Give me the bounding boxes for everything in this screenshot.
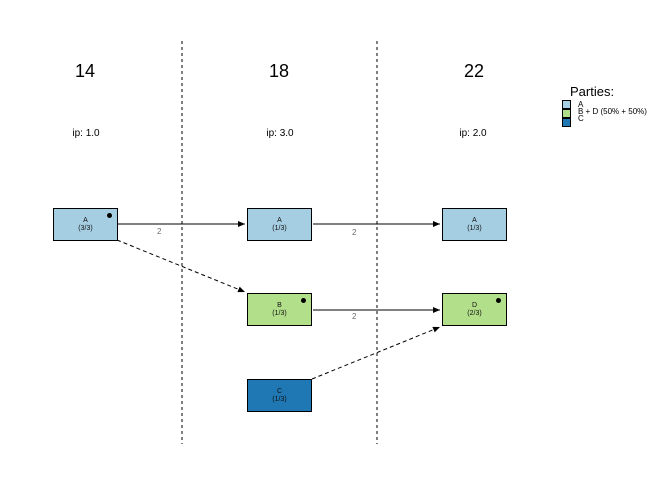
edge-label-A1-A2: 2 (157, 227, 162, 236)
node-fraction: (1/3) (272, 309, 287, 317)
node-fraction: (3/3) (78, 224, 93, 232)
node-fraction: (2/3) (467, 309, 482, 317)
marker-dot (496, 298, 501, 303)
node-label: A (472, 216, 477, 224)
node-label: B (277, 301, 282, 309)
period-label-1: 14 (74, 61, 96, 81)
ip-label-1: ip: 1.0 (72, 128, 100, 139)
node-A1: A (3/3) (53, 208, 118, 241)
edge-C-D-dashed (311, 326, 441, 380)
node-label: C (276, 387, 283, 395)
node-fraction: (1/3) (272, 395, 287, 403)
node-label: D (471, 301, 478, 309)
edge-A1-B-dashed (116, 239, 246, 293)
period-label-3: 22 (463, 61, 485, 81)
node-label: A (277, 216, 282, 224)
period-label-2: 18 (268, 61, 290, 81)
edge-label-A2-A3: 2 (352, 228, 357, 237)
node-fraction: (1/3) (467, 224, 482, 232)
marker-dot (107, 213, 112, 218)
legend-swatch-B-D (562, 109, 571, 118)
legend-swatch-C (562, 118, 571, 127)
node-A3: A (1/3) (442, 208, 507, 241)
legend-title: Parties: (570, 84, 615, 99)
legend-item-label-A: A (578, 100, 584, 109)
ip-label-2: ip: 3.0 (266, 128, 294, 139)
edge-label-B-D: 2 (352, 312, 357, 321)
marker-dot (301, 298, 306, 303)
ip-label-3: ip: 2.0 (459, 128, 487, 139)
node-A2: A (1/3) (247, 208, 312, 241)
legend-item-label-B-D: B + D (50% + 50%) (578, 107, 647, 116)
legend-swatch-A (562, 100, 571, 109)
legend-item-label-C: C (578, 114, 584, 123)
node-C: C (1/3) (247, 379, 312, 412)
node-B: B (1/3) (247, 293, 312, 326)
node-fraction: (1/3) (272, 224, 287, 232)
node-D: D (2/3) (442, 293, 507, 326)
node-label: A (83, 216, 88, 224)
